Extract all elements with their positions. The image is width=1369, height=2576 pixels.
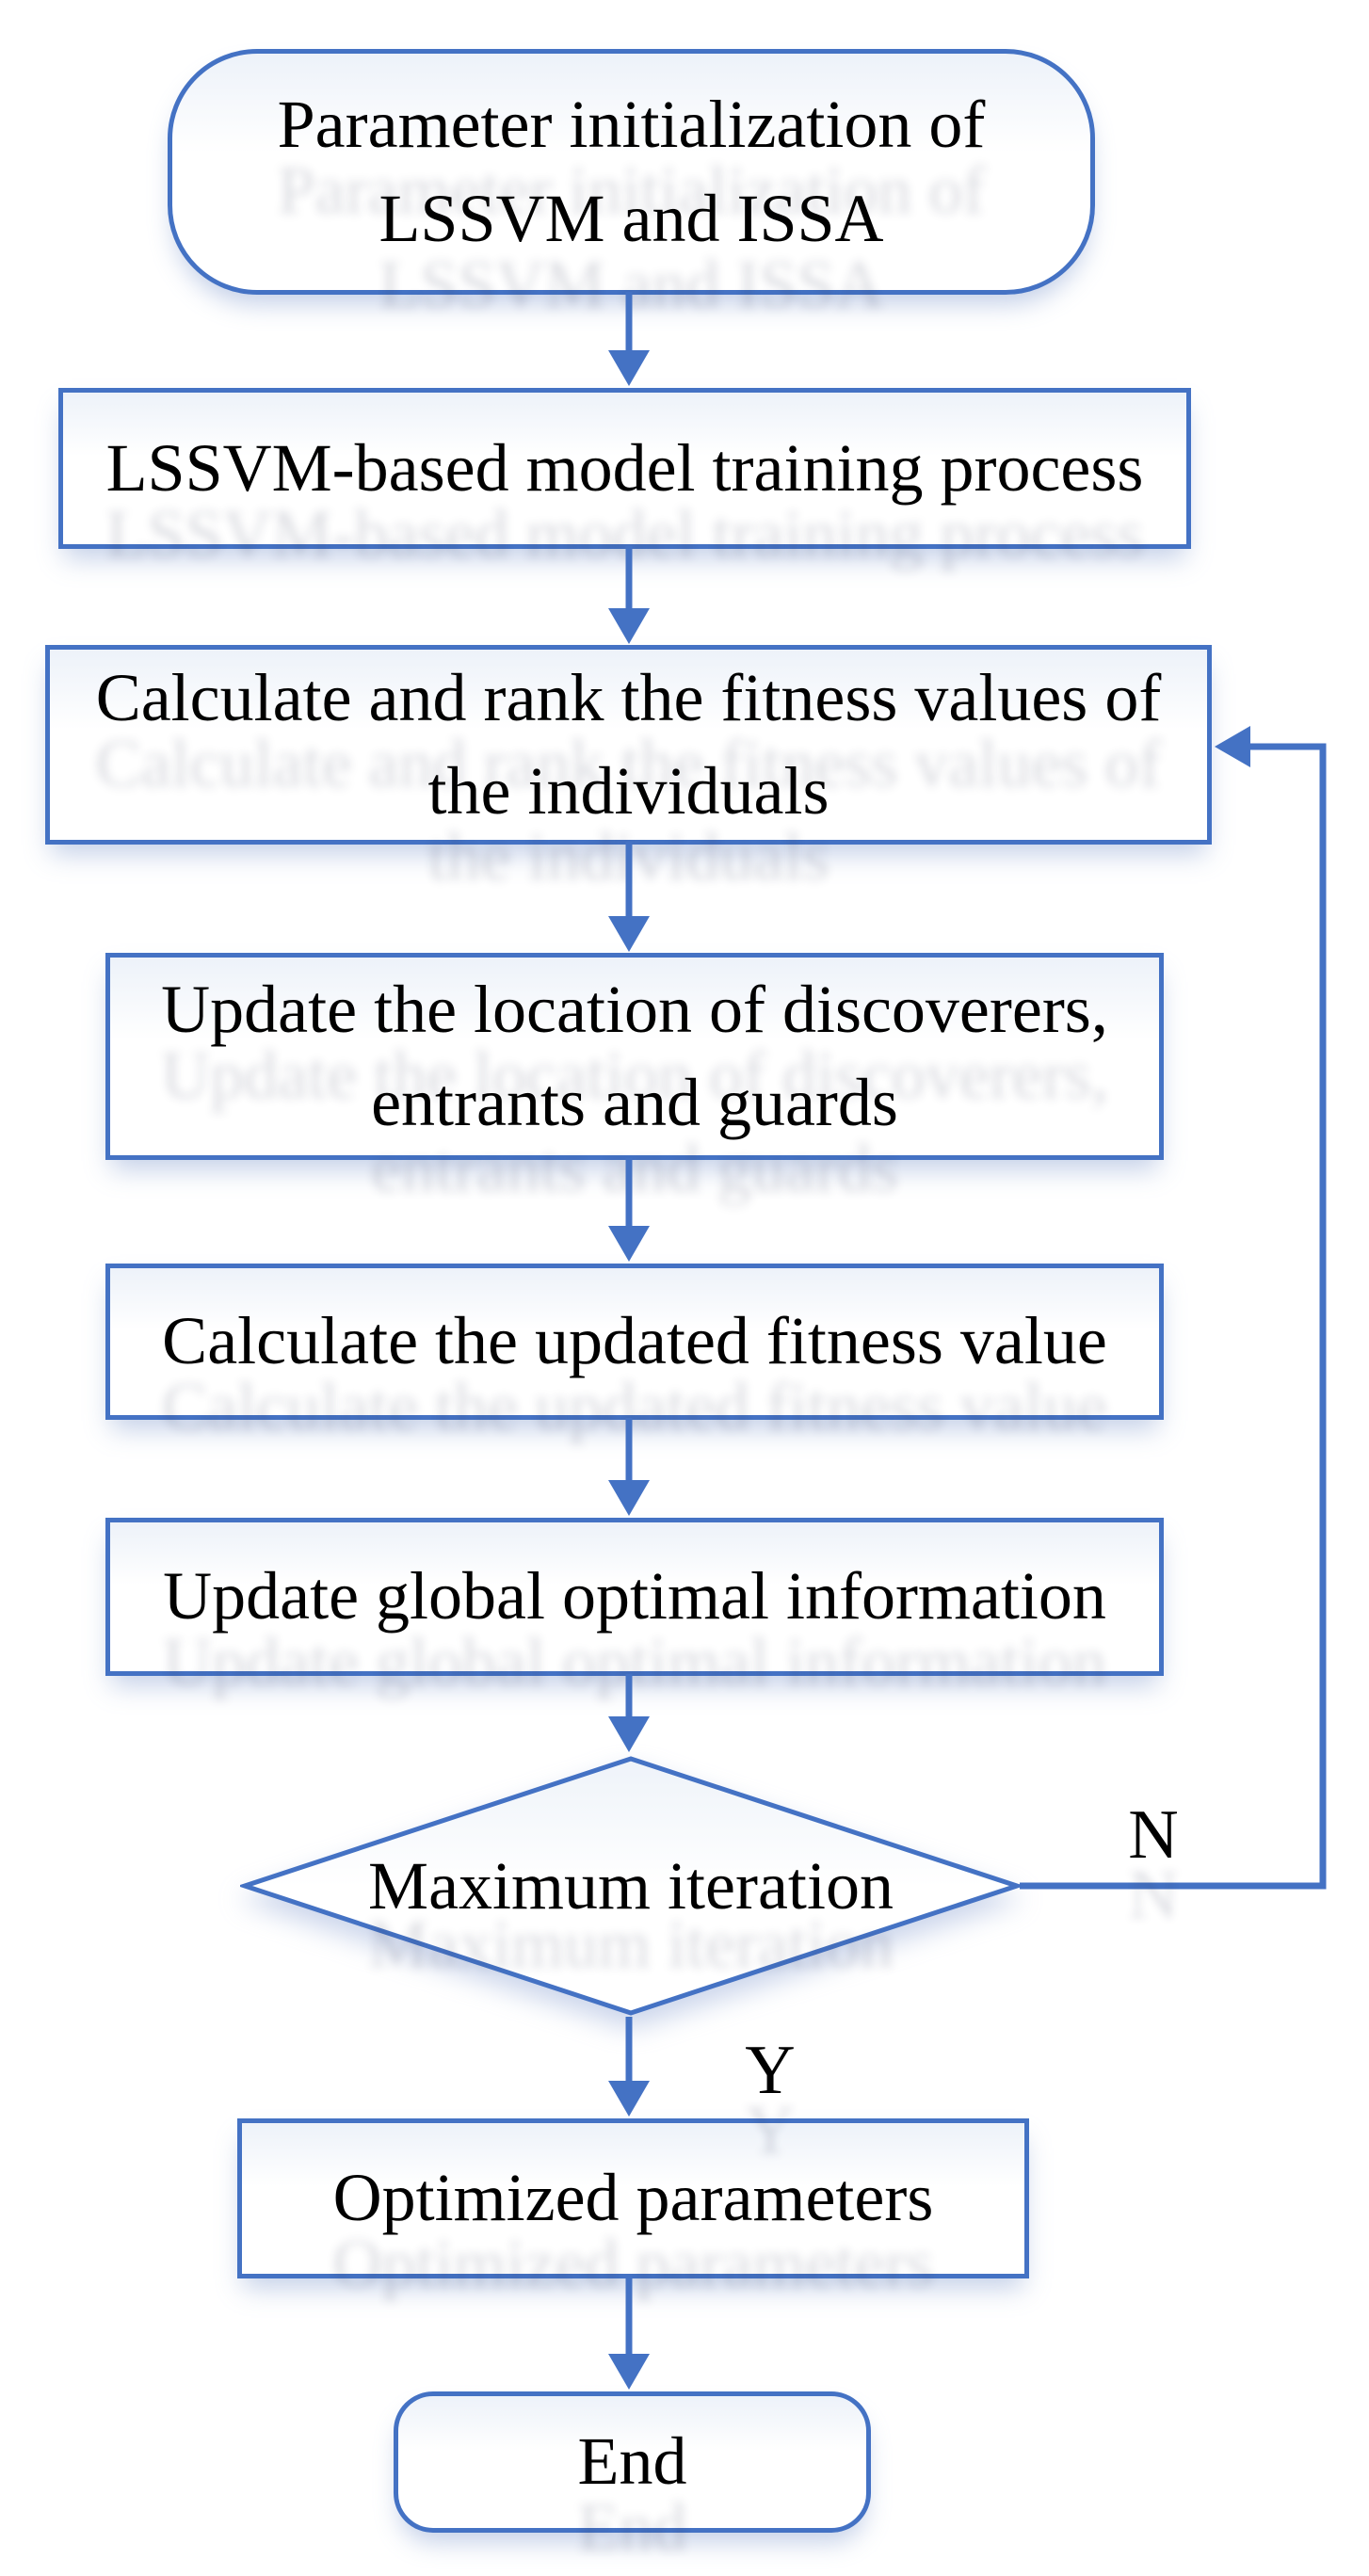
arrow-decision-yes-to-optimized xyxy=(608,2017,650,2117)
node-rank-fitness-label-line2: the individuals xyxy=(427,753,829,829)
node-end-terminator: End xyxy=(394,2391,871,2533)
arrow-optimized-to-end xyxy=(608,2277,650,2390)
node-training-label: LSSVM-based model training process xyxy=(105,429,1144,506)
node-end-label: End xyxy=(577,2423,687,2500)
node-global-optimal-process: Update global optimal information xyxy=(105,1518,1164,1676)
node-updated-fitness-label: Calculate the updated fitness value xyxy=(162,1303,1107,1379)
arrow-updated-fitness-to-global-optimal xyxy=(608,1418,650,1516)
arrow-update-location-to-updated-fitness xyxy=(608,1158,650,1262)
node-start-terminator: Parameter initialization of LSSVM and IS… xyxy=(168,49,1095,295)
node-update-location-process: Update the location of discoverers, entr… xyxy=(105,953,1164,1160)
node-start-label-line1: Parameter initialization of xyxy=(277,87,986,163)
arrow-rank-fitness-to-update-location xyxy=(608,842,650,952)
arrow-global-optimal-to-decision xyxy=(608,1674,650,1752)
node-max-iteration-label: Maximum iteration xyxy=(368,1847,894,1924)
node-training-process: LSSVM-based model training process xyxy=(58,388,1191,549)
arrow-start-to-training xyxy=(608,292,650,386)
branch-label-yes: Y xyxy=(745,2032,796,2109)
node-optimized-parameters-process: Optimized parameters xyxy=(237,2118,1029,2278)
node-global-optimal-label: Update global optimal information xyxy=(163,1558,1106,1634)
diamond-shape xyxy=(240,1756,1022,2016)
node-start-label-line2: LSSVM and ISSA xyxy=(378,180,884,256)
node-updated-fitness-process: Calculate the updated fitness value xyxy=(105,1264,1164,1420)
branch-label-no: N xyxy=(1128,1796,1179,1874)
node-rank-fitness-label-line1: Calculate and rank the fitness values of xyxy=(95,659,1162,735)
node-update-location-label-line2: entrants and guards xyxy=(371,1065,898,1140)
node-rank-fitness-process: Calculate and rank the fitness values of… xyxy=(45,645,1212,845)
node-update-location-label-line1: Update the location of discoverers, xyxy=(161,971,1108,1047)
node-optimized-parameters-label: Optimized parameters xyxy=(332,2160,934,2236)
arrow-training-to-rank-fitness xyxy=(608,546,650,644)
node-max-iteration-decision: Maximum iteration xyxy=(240,1754,1022,2018)
